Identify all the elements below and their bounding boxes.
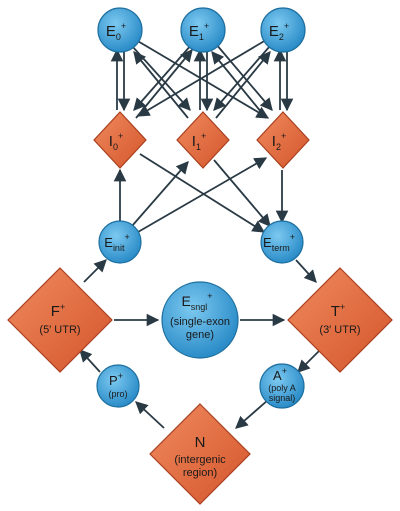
- node-f: F+ (5′ UTR): [7, 267, 113, 373]
- node-i2: I2+: [256, 111, 310, 169]
- node-e0: E0+: [97, 7, 143, 53]
- arrow-p-to-f: [79, 349, 101, 373]
- arrow-i1-to-eterm: [213, 159, 271, 227]
- transition-arrows: [79, 39, 321, 429]
- node-i0-sup: +: [118, 131, 123, 141]
- svg-text:E2+: E2+: [269, 21, 289, 42]
- node-esngl-main: E: [181, 293, 190, 309]
- node-f-sup: +: [60, 302, 65, 312]
- arrow-i0-to-e1: [135, 49, 193, 119]
- arrow-i1-to-e0: [133, 51, 189, 119]
- node-esngl-sub: sngl: [191, 302, 208, 312]
- node-esngl: Esngl+ (single-exon gene): [161, 281, 239, 359]
- node-esngl-desc-line2: gene): [186, 329, 214, 341]
- node-e1-main: E: [189, 23, 199, 40]
- node-f-desc: (5′ UTR): [39, 324, 80, 336]
- node-i1-sub: 1: [196, 142, 201, 152]
- node-f-main: F: [51, 303, 60, 320]
- svg-text:I2+: I2+: [272, 131, 286, 152]
- svg-text:Einit+: Einit+: [104, 232, 129, 253]
- svg-text:Esngl+: Esngl+: [181, 291, 212, 312]
- node-p: P+ (pro): [96, 364, 140, 408]
- node-i2-sup: +: [281, 131, 286, 141]
- node-e1: E1+: [180, 7, 226, 53]
- node-a: A+ (poly A signal): [259, 363, 305, 409]
- node-i2-main: I: [272, 133, 276, 150]
- node-e2-main: E: [269, 23, 279, 40]
- node-e2-sub: 2: [279, 32, 284, 42]
- node-t-sup: +: [340, 302, 345, 312]
- node-i1: I1+: [176, 111, 230, 169]
- arrow-e2-to-i0: [136, 39, 267, 117]
- node-a-sup: +: [282, 366, 287, 376]
- node-einit-sub: init: [113, 243, 125, 253]
- node-eterm-sub: term: [272, 243, 290, 253]
- arrow-eterm-to-t: [295, 259, 317, 283]
- svg-text:Eterm+: Eterm+: [263, 232, 295, 253]
- arrow-t-to-a: [297, 349, 321, 373]
- arrow-i1-to-e2: [215, 51, 271, 119]
- arrow-n-to-p: [135, 401, 165, 429]
- svg-text:I1+: I1+: [192, 131, 206, 152]
- node-p-main: P: [109, 373, 118, 388]
- node-t: T+ (3′ UTR): [287, 267, 393, 373]
- node-i0-sub: 0: [113, 142, 118, 152]
- node-a-main: A: [273, 368, 282, 383]
- node-e0-main: E: [106, 23, 116, 40]
- node-e0-sup: +: [121, 21, 126, 31]
- node-e1-sub: 1: [199, 32, 204, 42]
- svg-text:F+: F+: [51, 302, 65, 320]
- arrow-a-to-n: [235, 399, 269, 429]
- node-i2-sub: 2: [276, 142, 281, 152]
- arrow-einit-to-i1: [131, 161, 189, 227]
- node-i0-main: I: [109, 133, 113, 150]
- svg-text:E1+: E1+: [189, 21, 209, 42]
- node-i1-sup: +: [201, 131, 206, 141]
- arrow-f-to-einit: [83, 259, 107, 283]
- node-e2-sup: +: [284, 21, 289, 31]
- arrow-e2-to-i1: [213, 45, 271, 111]
- node-eterm: Eterm+: [260, 220, 304, 264]
- node-t-main: T: [331, 303, 340, 320]
- node-i1-main: I: [192, 133, 196, 150]
- node-e1-sup: +: [204, 21, 209, 31]
- arrow-i0-to-eterm: [139, 153, 266, 233]
- node-p-sup: +: [118, 371, 123, 381]
- node-n-desc-line2: region): [183, 467, 217, 479]
- node-a-desc-line1: (poly A: [268, 383, 296, 393]
- arrow-e1-to-i0: [133, 43, 193, 111]
- svg-text:P+: P+: [109, 371, 123, 388]
- svg-text:E0+: E0+: [106, 21, 126, 42]
- node-esngl-desc-line1: (single-exon: [170, 316, 230, 328]
- arrow-einit-to-i2: [137, 157, 268, 233]
- svg-text:A+: A+: [273, 366, 287, 383]
- node-einit-main: E: [104, 235, 113, 250]
- arrow-i2-to-e1: [211, 51, 267, 119]
- node-t-desc: (3′ UTR): [319, 324, 360, 336]
- node-i0: I0+: [93, 111, 147, 169]
- svg-text:T+: T+: [331, 302, 345, 320]
- node-a-desc-line2: signal): [269, 393, 296, 403]
- node-n: N (intergenic region): [149, 403, 251, 505]
- node-e0-sub: 0: [116, 32, 121, 42]
- node-einit-sup: +: [124, 232, 129, 242]
- node-n-desc-line1: (intergenic: [174, 454, 226, 466]
- node-einit: Einit+: [98, 220, 142, 264]
- node-eterm-main: E: [263, 235, 272, 250]
- node-eterm-sup: +: [290, 232, 295, 242]
- svg-text:I0+: I0+: [109, 131, 123, 152]
- node-e2: E2+: [260, 7, 306, 53]
- node-p-desc: (pro): [108, 389, 127, 399]
- node-esngl-sup: +: [207, 291, 212, 301]
- node-n-main: N: [195, 434, 206, 451]
